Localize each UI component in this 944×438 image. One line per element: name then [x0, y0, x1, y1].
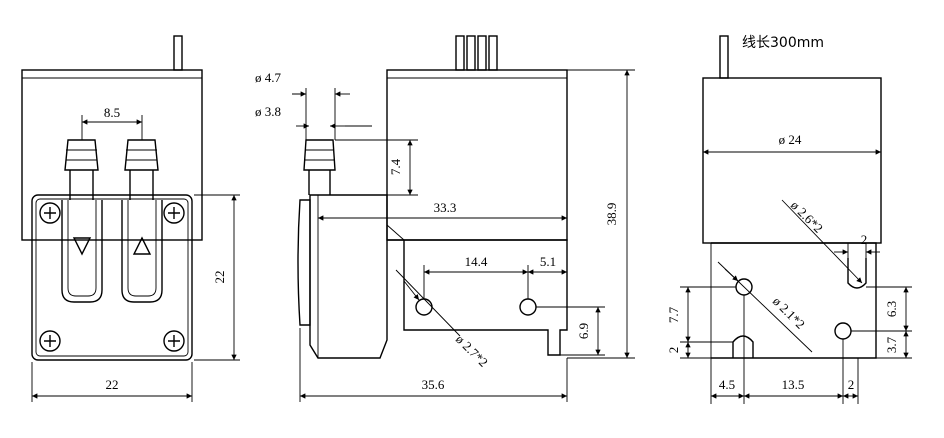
front-view: 8.5 22 22 [21, 35, 240, 402]
dim-inner-dia: ø 3.8 [255, 104, 281, 119]
dim-6-9: 6.9 [576, 323, 591, 339]
flow-up-icon [132, 236, 152, 255]
dim-hole-b: ø 2.1*2 [770, 294, 808, 332]
dim-outer-dia: ø 4.7 [255, 70, 282, 85]
screw-icon [39, 202, 61, 224]
wire-length-label: 线长300mm [742, 35, 824, 51]
dim-4-5: 4.5 [719, 377, 735, 392]
dim-nozzle-spacing: 8.5 [104, 105, 120, 120]
dim-motor-dia: ø 24 [779, 132, 802, 147]
dim-6-3: 6.3 [884, 301, 899, 317]
dim-2-top: 2 [861, 232, 868, 247]
dim-33-3: 33.3 [434, 200, 457, 215]
dim-total-height: 38.9 [604, 203, 619, 226]
dim-2-left: 2 [666, 347, 681, 354]
right-view: 线长300mm ø 24 ø 2.6*2 ø 2.1*2 2 [666, 35, 912, 404]
dim-width: 22 [106, 377, 119, 392]
dim-14-4: 14.4 [465, 254, 488, 269]
dim-hole: ø 2.7*2 [453, 332, 491, 370]
screw-icon [39, 330, 61, 352]
dim-nozzle-len: 7.4 [388, 158, 403, 175]
dim-7-7: 7.7 [666, 306, 681, 323]
side-view: ø 4.7 ø 3.8 7.4 33.3 14.4 5.1 6.9 ø 2.7*… [255, 35, 635, 402]
dim-2-bottom: 2 [848, 377, 855, 392]
dim-13-5: 13.5 [782, 377, 805, 392]
screw-icon [163, 202, 185, 224]
dim-total-len: 35.6 [422, 377, 445, 392]
dim-5-1: 5.1 [540, 254, 556, 269]
dim-height: 22 [212, 271, 227, 284]
dim-hole-a: ø 2.6*2 [788, 198, 826, 236]
flow-down-icon [72, 237, 92, 256]
screw-icon [163, 330, 185, 352]
dim-3-7: 3.7 [884, 336, 899, 353]
